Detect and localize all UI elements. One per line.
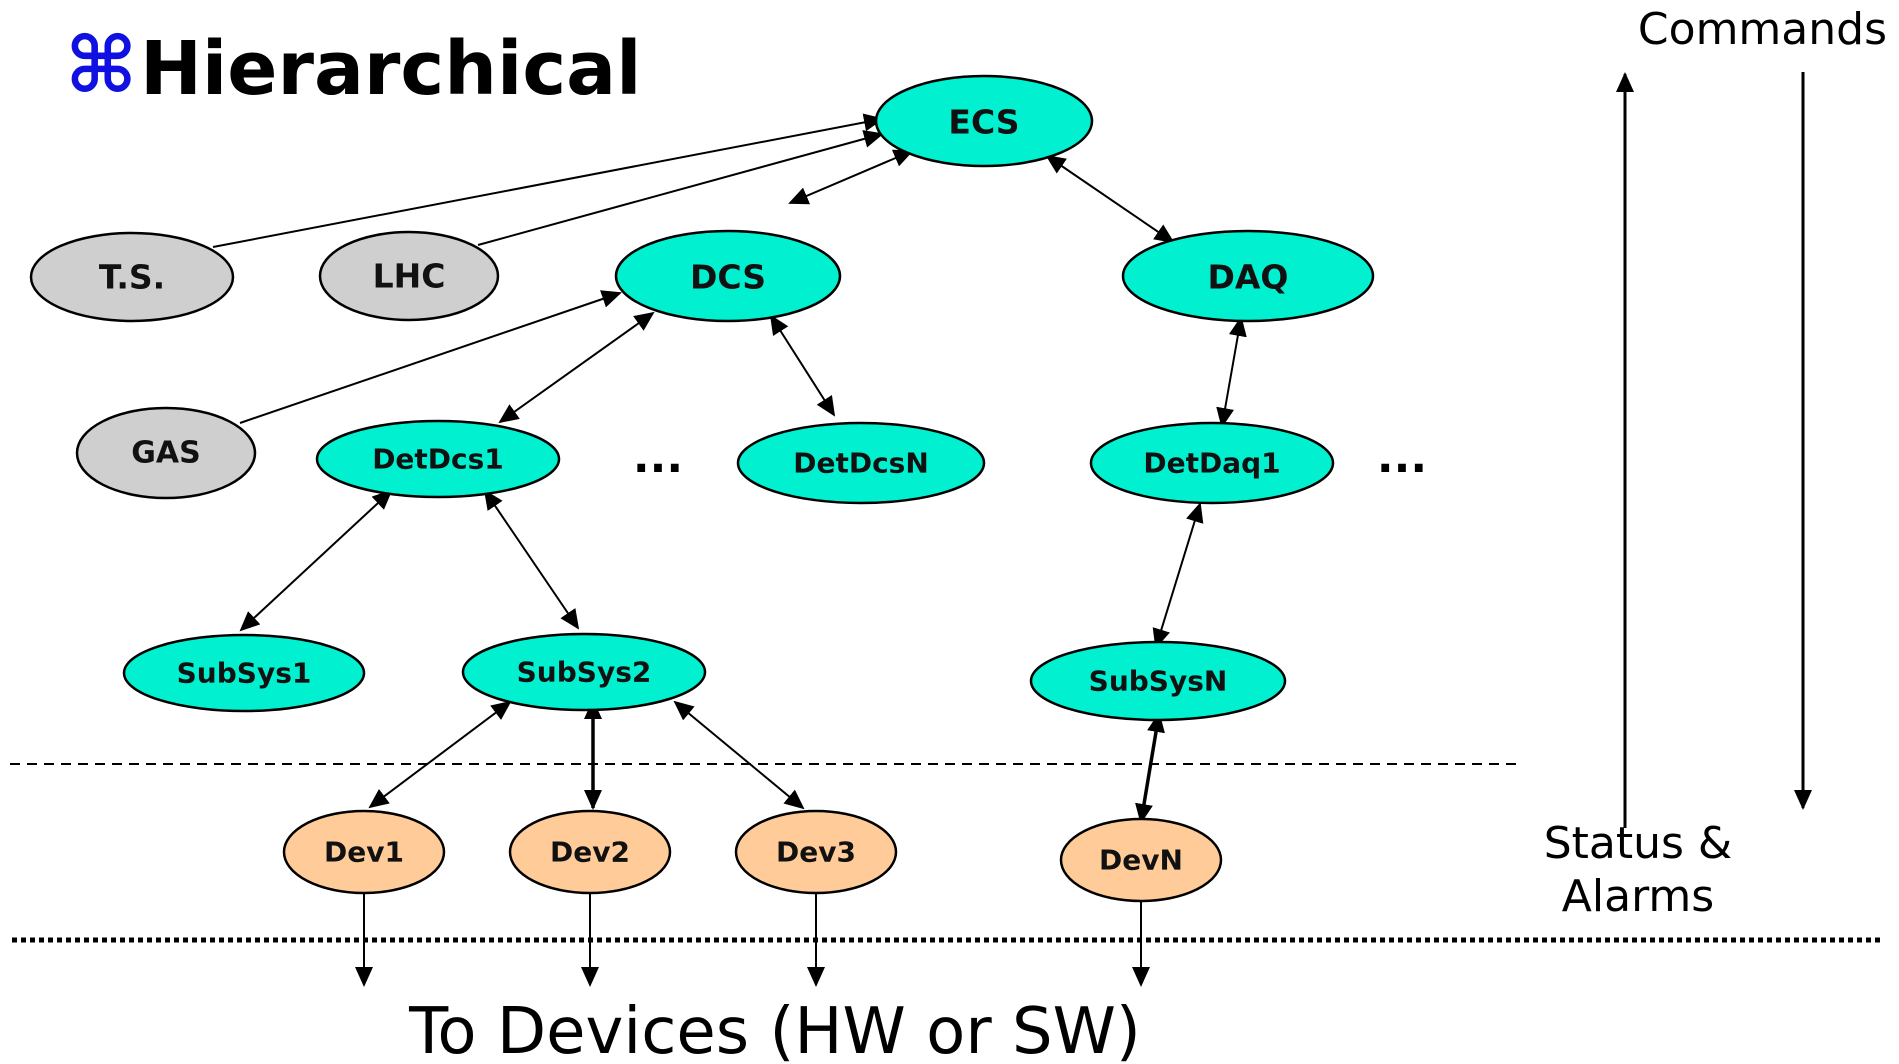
node-ts: T.S.	[29, 231, 235, 323]
node-detdcs1: DetDcs1	[315, 419, 561, 499]
edge-dcs-detdcsn	[769, 314, 836, 417]
node-ecs: ECS	[874, 74, 1094, 168]
edge-detdaq1-subsysn	[1152, 502, 1204, 649]
node-detdcsn-label: DetDcsN	[793, 447, 929, 480]
edge-subsysn-devn	[1135, 712, 1165, 824]
node-lhc: LHC	[318, 230, 500, 322]
footer-text: To Devices (HW or SW)	[408, 995, 1141, 1064]
page-title: Hierarchical	[140, 26, 642, 112]
status-label-line2: Alarms	[1562, 871, 1714, 922]
node-dev2-label: Dev2	[550, 836, 630, 869]
node-daq: DAQ	[1121, 229, 1375, 323]
node-lhc-label: LHC	[373, 257, 446, 296]
node-devn-label: DevN	[1099, 844, 1183, 877]
node-subsys2: SubSys2	[461, 632, 707, 712]
edge-daq-detdaq1	[1216, 316, 1247, 428]
node-gas: GAS	[75, 406, 257, 500]
node-devn: DevN	[1059, 817, 1223, 903]
node-detdaq1: DetDaq1	[1089, 421, 1335, 505]
edge-subsys2-dev1	[368, 700, 512, 809]
node-dev2: Dev2	[508, 809, 672, 895]
node-dcs-label: DCS	[690, 258, 766, 297]
commands-label: Commands	[1638, 4, 1887, 55]
edge-ts-ecs	[212, 113, 884, 248]
node-subsysn: SubSysN	[1029, 640, 1287, 722]
node-dev3-label: Dev3	[776, 836, 856, 869]
edge-dcs-detdcs1	[498, 311, 655, 424]
edge-subsys2-dev3	[673, 700, 805, 810]
node-detdcs1-label: DetDcs1	[372, 443, 504, 476]
node-subsys1: SubSys1	[122, 633, 366, 713]
ellipsis-dcs-level: ...	[633, 432, 683, 483]
node-detdaq1-label: DetDaq1	[1143, 447, 1280, 480]
ellipsis-daq-level: ...	[1377, 432, 1427, 483]
edge-dcs-ecs	[788, 149, 914, 205]
node-subsys1-label: SubSys1	[177, 657, 312, 690]
node-dev1: Dev1	[282, 809, 446, 895]
node-detdcsn: DetDcsN	[736, 421, 986, 505]
node-dev3: Dev3	[734, 809, 898, 895]
edge-detdcs1-subsys1	[239, 489, 393, 632]
status-label-line1: Status &	[1544, 818, 1733, 869]
node-subsysn-label: SubSysN	[1089, 665, 1228, 698]
node-dev1-label: Dev1	[324, 836, 404, 869]
node-subsys2-label: SubSys2	[517, 656, 652, 689]
edge-detdcs1-subsys2	[483, 489, 580, 630]
node-ecs-label: ECS	[948, 103, 1019, 142]
node-ts-label: T.S.	[99, 258, 165, 297]
node-gas-label: GAS	[131, 436, 200, 471]
command-key-icon: ⌘	[65, 21, 137, 111]
node-dcs: DCS	[614, 229, 842, 323]
node-daq-label: DAQ	[1208, 258, 1289, 297]
edge-ecs-daq	[1045, 154, 1175, 244]
